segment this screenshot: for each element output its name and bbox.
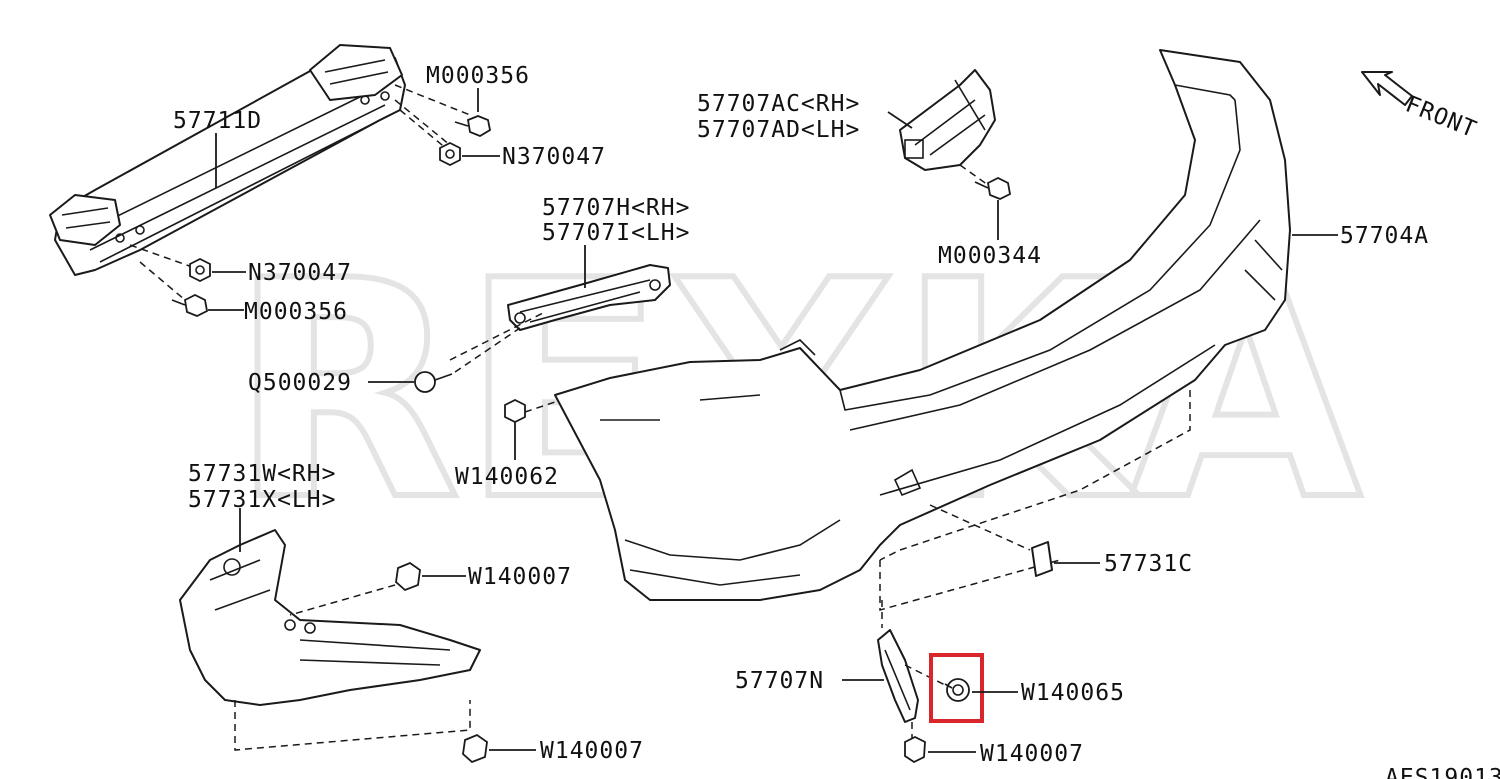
lower-bracket-57707n[interactable] [877, 629, 919, 723]
clip-w140007-bottom-right[interactable] [904, 735, 926, 764]
label-57707i: 57707I<LH> [542, 220, 690, 246]
label-n370047-top: N370047 [502, 144, 606, 170]
label-m000356-top: M000356 [426, 63, 530, 89]
bolt-m000356-bottom[interactable] [171, 293, 209, 317]
label-57711d: 57711D [173, 108, 262, 134]
front-label: FRONT [1402, 91, 1481, 143]
nut-n370047-top[interactable] [439, 141, 461, 167]
label-n370047-bottom: N370047 [248, 260, 352, 286]
label-57731c: 57731C [1104, 551, 1193, 577]
screw-q500029[interactable] [414, 371, 453, 393]
label-57731w: 57731W<RH> [188, 461, 336, 487]
label-m000356-bottom: M000356 [244, 299, 348, 325]
clip-w140007-left[interactable] [395, 561, 421, 592]
cap-57731c[interactable] [1031, 541, 1053, 577]
label-57707n: 57707N [735, 668, 824, 694]
label-m000344: M000344 [938, 243, 1042, 269]
bolt-m000344[interactable] [974, 176, 1012, 200]
mudguard-57731w-x[interactable] [179, 529, 481, 706]
label-57707ac: 57707AC<RH> [697, 91, 860, 117]
label-w140007-bottom-right: W140007 [980, 741, 1084, 767]
label-w140007-left: W140007 [468, 564, 572, 590]
label-57731x: 57731X<LH> [188, 487, 336, 513]
label-57707ad: 57707AD<LH> [697, 117, 860, 143]
bracket-57707ac-ad[interactable] [899, 69, 996, 171]
clip-w140065[interactable] [944, 678, 970, 702]
label-w140007-bottom-left: W140007 [540, 738, 644, 764]
label-w140062: W140062 [455, 464, 559, 490]
bumper-cover-57704a[interactable] [554, 49, 1291, 601]
bolt-m000356-top[interactable] [454, 115, 492, 138]
label-57707h: 57707H<RH> [542, 195, 690, 221]
front-direction-arrow [1361, 71, 1413, 106]
label-57704a: 57704A [1340, 223, 1429, 249]
diagram-code: AES19013 [1385, 765, 1500, 779]
clip-w140007-bottom-left[interactable] [462, 733, 488, 764]
highlight-box [929, 653, 984, 723]
nut-n370047-bottom[interactable] [189, 257, 211, 283]
reinforcement-beam-57711d[interactable] [49, 44, 406, 276]
label-q500029: Q500029 [248, 370, 352, 396]
clip-w140062[interactable] [504, 398, 526, 424]
label-w140065: W140065 [1021, 680, 1125, 706]
